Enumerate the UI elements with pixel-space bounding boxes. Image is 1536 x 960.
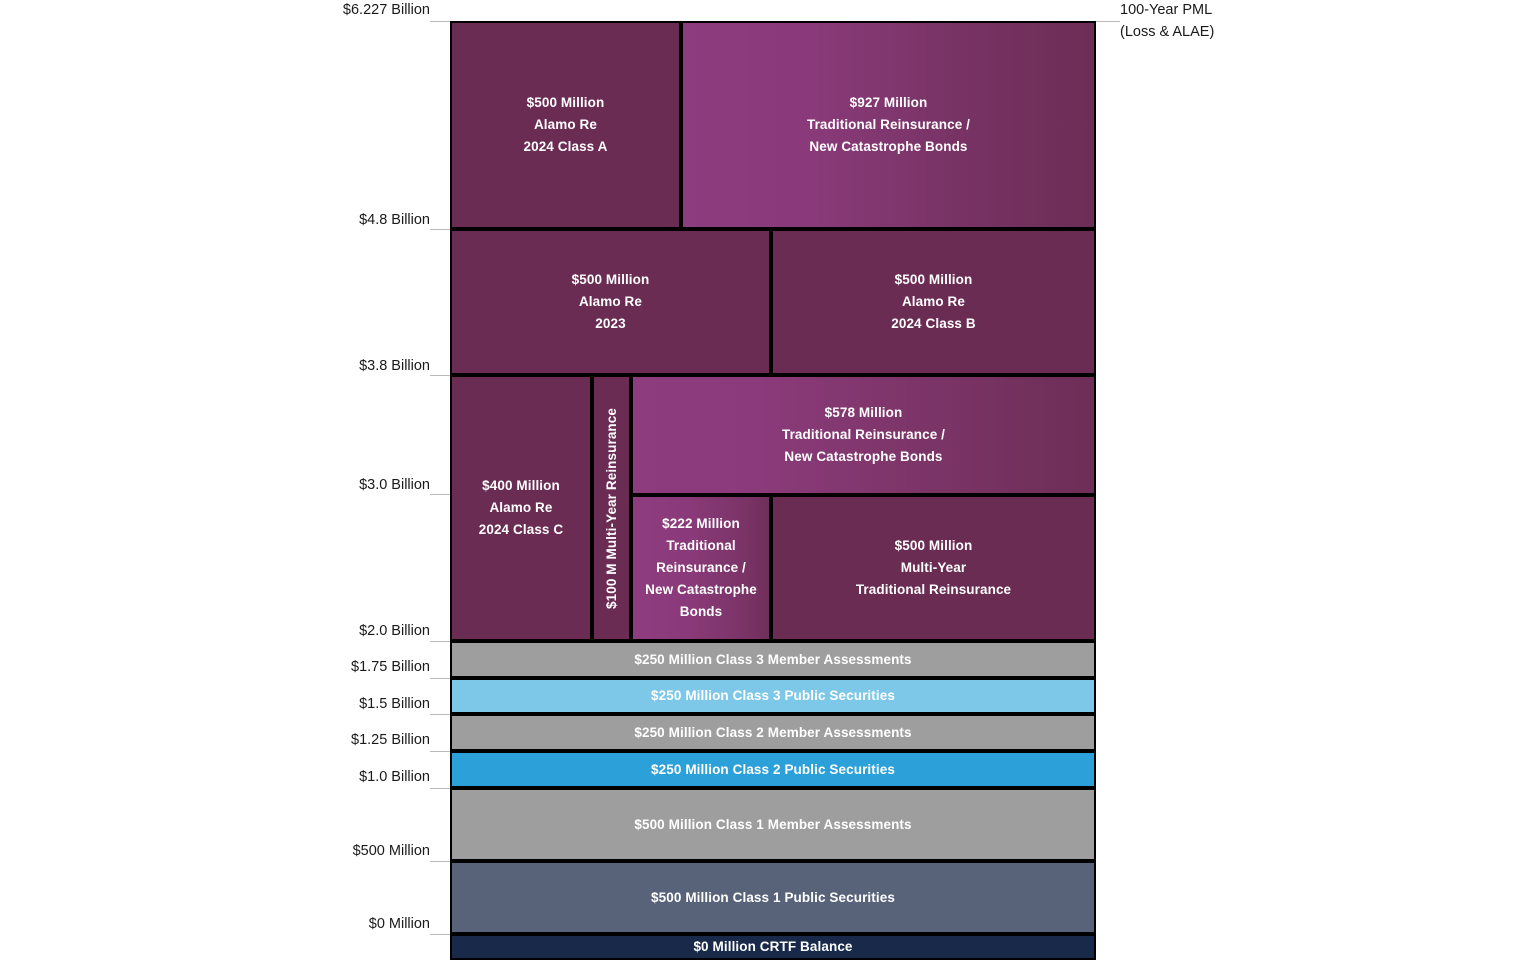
layer-label: $0 Million CRTF Balance [693,939,853,955]
layer-label: $250 Million Class 3 Public Securities [651,688,895,704]
layer-traditional-reinsurance-new-cat-bonds-578[interactable]: $578 Million Traditional Reinsurance / N… [631,375,1096,495]
layer-alamo-re-2023[interactable]: $500 Million Alamo Re 2023 [450,229,771,375]
axis-label-3800: $3.8 Billion [359,358,430,374]
axis-label-1250: $1.25 Billion [351,732,430,748]
layer-alamo-re-2024-class-a[interactable]: $500 Million Alamo Re 2024 Class A [450,21,681,229]
axis-tick-line [430,788,460,789]
axis-tick-line [430,229,460,230]
layer-label: $100 M Multi-Year Reinsurance [603,407,619,609]
axis-label-2000: $2.0 Billion [359,623,430,639]
layer-label: $250 Million Class 3 Member Assessments [634,651,912,667]
axis-tick-line [430,751,460,752]
layer-class-2-public-securities[interactable]: $250 Million Class 2 Public Securities [450,751,1096,788]
axis-tick-line [430,375,460,376]
axis-tick-line [430,21,460,22]
axis-label-1500: $1.5 Billion [359,696,430,712]
layer-traditional-reinsurance-new-cat-bonds-927[interactable]: $927 Million Traditional Reinsurance / N… [681,21,1096,229]
pml-callout-line [1096,21,1120,22]
layer-label: $400 Million Alamo Re 2024 Class C [478,478,564,537]
layer-crtf-balance[interactable]: $0 Million CRTF Balance [450,934,1096,960]
axis-tick-line [430,494,460,495]
layer-label: $222 Million Traditional Reinsurance / N… [645,516,757,619]
layer-label: $250 Million Class 2 Member Assessments [634,724,912,740]
axis-tick-line [430,678,460,679]
axis-label-1750: $1.75 Billion [351,659,430,675]
axis-tick-line [430,861,460,862]
layer-label: $578 Million Traditional Reinsurance / N… [781,405,946,464]
layer-label: $927 Million Traditional Reinsurance / N… [806,95,971,154]
layer-class-1-public-securities[interactable]: $500 Million Class 1 Public Securities [450,861,1096,934]
axis-tick-line [430,641,460,642]
axis-label-500: $500 Million [352,843,430,859]
layer-label: $500 Million Multi-Year Traditional Rein… [855,538,1012,597]
layer-class-3-member-assessments[interactable]: $250 Million Class 3 Member Assessments [450,641,1096,678]
axis-tick-line [430,934,460,935]
axis-label-3000: $3.0 Billion [359,477,430,493]
layer-alamo-re-2024-class-b[interactable]: $500 Million Alamo Re 2024 Class B [771,229,1096,375]
axis-label-4800: $4.8 Billion [359,212,430,228]
layer-multi-year-traditional-reinsurance-500[interactable]: $500 Million Multi-Year Traditional Rein… [771,495,1096,641]
axis-tick-line [430,714,460,715]
layer-class-3-public-securities[interactable]: $250 Million Class 3 Public Securities [450,678,1096,714]
layer-label: $500 Million Alamo Re 2024 Class B [891,272,976,331]
layer-label: $500 Million Alamo Re 2023 [571,272,650,331]
axis-label-1000: $1.0 Billion [359,769,430,785]
pml-callout-line2: (Loss & ALAE) [1120,24,1215,40]
layer-class-1-member-assessments[interactable]: $500 Million Class 1 Member Assessments [450,788,1096,861]
layer-traditional-reinsurance-new-cat-bonds-222[interactable]: $222 Million Traditional Reinsurance / N… [631,495,771,641]
layer-multi-year-reinsurance-100[interactable]: $100 M Multi-Year Reinsurance [592,375,631,641]
layer-label: $250 Million Class 2 Public Securities [651,761,895,777]
layer-label: $500 Million Alamo Re 2024 Class A [523,95,608,154]
layer-class-2-member-assessments[interactable]: $250 Million Class 2 Member Assessments [450,714,1096,751]
pml-callout-line1: 100-Year PML [1120,2,1213,18]
axis-label-0: $0 Million [368,916,430,932]
layer-label: $500 Million Class 1 Member Assessments [634,816,912,832]
layer-label: $500 Million Class 1 Public Securities [651,889,895,905]
axis-label-6227: $6.227 Billion [342,2,430,18]
layer-alamo-re-2024-class-c[interactable]: $400 Million Alamo Re 2024 Class C [450,375,592,641]
